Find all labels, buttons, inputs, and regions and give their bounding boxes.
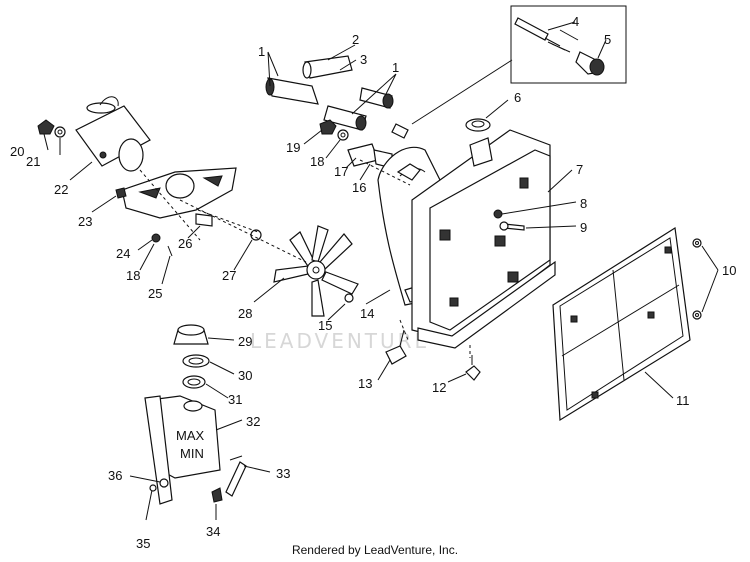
washer-part-36 <box>159 478 169 488</box>
radiator-cap-part <box>465 118 491 132</box>
upper-hose-part <box>265 55 353 105</box>
radiator-part <box>411 129 556 349</box>
callout-20: 20 <box>10 144 24 159</box>
callout-36: 36 <box>108 468 122 483</box>
callout-32: 32 <box>246 414 260 429</box>
callout-16: 16 <box>352 180 366 195</box>
gasket-part-31 <box>182 375 206 389</box>
nut-part-19 <box>319 119 337 135</box>
callout-22: 22 <box>54 182 68 197</box>
callout-29: 29 <box>238 334 252 349</box>
callout-35: 35 <box>136 536 150 551</box>
motor-bracket-part <box>121 167 237 219</box>
seal-part-30 <box>182 354 210 368</box>
callout-17: 17 <box>334 164 348 179</box>
attribution-footer: Rendered by LeadVenture, Inc. <box>291 543 459 557</box>
callout-23: 23 <box>78 214 92 229</box>
callout-27: 27 <box>222 268 236 283</box>
screw-part-9 <box>499 221 525 231</box>
washer-part-21 <box>54 126 66 138</box>
bolt-part-23 <box>115 187 127 199</box>
leader-line-inset <box>411 59 513 125</box>
fan-motor-part <box>75 96 151 172</box>
screw-part-25 <box>167 245 173 257</box>
callout-12: 12 <box>432 380 446 395</box>
callout-24: 24 <box>116 246 130 261</box>
callout-30: 30 <box>238 368 252 383</box>
washer-part-18 <box>337 129 349 141</box>
hose-clamp-part-34 <box>211 487 223 503</box>
callout-7: 7 <box>576 162 583 177</box>
callout-11: 11 <box>676 393 690 408</box>
radiator-screen-part <box>552 226 691 422</box>
spacer-part-26 <box>195 213 213 227</box>
cooling-fan-part <box>273 225 359 317</box>
callout-26: 26 <box>178 236 192 251</box>
washer-part-24 <box>151 233 161 243</box>
callout-8: 8 <box>580 196 587 211</box>
overflow-hose-part <box>225 455 247 497</box>
callout-34: 34 <box>206 524 220 539</box>
callout-21: 21 <box>26 154 40 169</box>
wiring-harness-part <box>514 17 579 53</box>
callout-1-left: 1 <box>258 44 265 59</box>
tank-cap-part <box>173 324 209 345</box>
grommet-part-10 <box>692 238 702 320</box>
tank-max-mark: MAX <box>176 428 205 443</box>
washer-part-8 <box>493 209 503 219</box>
callout-2: 2 <box>352 32 359 47</box>
callout-9: 9 <box>580 220 587 235</box>
screw-part-35 <box>145 484 157 521</box>
callout-6: 6 <box>514 90 521 105</box>
drain-plug-part-12 <box>465 355 481 381</box>
callout-31: 31 <box>228 392 242 407</box>
temperature-sensor-part <box>575 51 605 76</box>
callout-19: 19 <box>286 140 300 155</box>
callout-14: 14 <box>360 306 374 321</box>
callout-25: 25 <box>148 286 162 301</box>
leader-lines <box>43 21 719 520</box>
callout-13: 13 <box>358 376 372 391</box>
callout-10: 10 <box>722 263 736 278</box>
nut-part-15 <box>344 293 354 303</box>
callout-28: 28 <box>238 306 252 321</box>
callout-15: 15 <box>318 318 332 333</box>
callout-1-right: 1 <box>392 60 399 75</box>
callout-3: 3 <box>360 52 367 67</box>
tank-min-mark: MIN <box>180 446 204 461</box>
callout-18-upper: 18 <box>310 154 324 169</box>
callout-5: 5 <box>604 32 611 47</box>
inset-box <box>510 5 627 84</box>
overflow-tank-part: MAX MIN <box>144 395 221 505</box>
nut-part-20 <box>37 119 55 135</box>
callout-4: 4 <box>572 14 579 29</box>
callout-18-lower: 18 <box>126 268 140 283</box>
callout-33: 33 <box>276 466 290 481</box>
